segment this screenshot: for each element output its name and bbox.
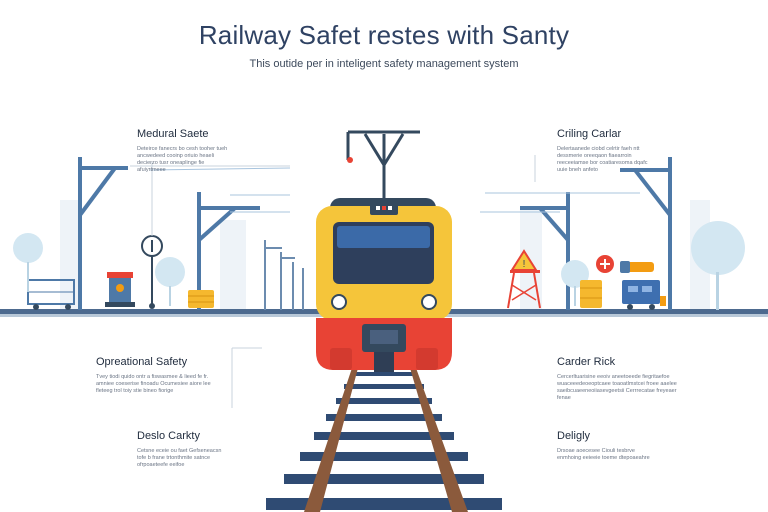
panel-bottom-right-body: Drsoae aoecesee Ciouli tesbrve enmhoing … [557,448,650,461]
panel-bottom-left: Deslo Carkty Cetsne eceie ou faet Gefsen… [137,430,232,469]
panel-top-right-title: Criling Carlar [557,128,622,140]
panel-mid-right: Carder Rick Cercerltuarisine eeoiv aneet… [557,356,677,402]
panel-bottom-left-title: Deslo Carkty [137,430,200,442]
pantograph [346,130,420,200]
round-sign [141,235,163,309]
panel-mid-right-title: Carder Rick [557,356,616,368]
left-rail [304,368,358,512]
right-catenary-pole [620,157,672,310]
leader-lines [130,155,536,408]
control-cabinet [622,280,666,310]
panel-bottom-right: Deligly Drsoae aoecesee Ciouli tesbrve e… [557,430,652,462]
panel-top-right: Criling Carlar Delertaanede ciobd celrti… [557,128,657,174]
page-subtitle: This outide per in inteligent safety man… [249,58,519,70]
right-wires [480,192,640,213]
page-title: Railway Safet restes with Santy [198,20,570,50]
tree [691,221,745,275]
warning-sign-tower: ! [507,249,541,309]
railway-track [266,368,502,512]
train [316,198,452,372]
panel-mid-right-body: Cercerltuarisine eeoiv aneetoeede fiegri… [557,374,677,401]
panel-top-left: Medural Saete Deteirce fanecrs bo cesh t… [137,128,232,174]
safety-bin [105,272,135,307]
alert-badge-icon [596,255,614,273]
svg-text:!: ! [523,259,526,270]
panel-mid-left-body: Tvey tiodi quido ontr a fiswasmee & liee… [96,374,211,394]
panel-mid-left-title: Opreational Safety [96,356,188,368]
left-wires [149,167,291,213]
panel-top-left-body: Deteirce fanecrs bo cesh tooher tueh anc… [137,146,228,173]
wrench-tool-icon [620,261,654,273]
panel-top-left-title: Medural Saete [137,128,209,140]
right-catenary-pole-2 [520,192,570,310]
left-catenary-pole [78,157,128,310]
left-small-poles [264,240,304,310]
right-rail [410,368,468,512]
track-sleepers [266,372,502,510]
orange-barrel [580,280,602,308]
panel-mid-left: Opreational Safety Tvey tiodi quido ontr… [96,356,221,395]
tree [155,257,185,287]
headlight-right [421,294,437,310]
panel-bottom-right-title: Deligly [557,430,591,442]
headlight-left [331,294,347,310]
tree [13,233,43,263]
panel-top-right-body: Delertaanede ciobd celrtir faeh ntt dess… [557,146,648,173]
luggage-cart [27,279,75,310]
panel-bottom-left-body: Cetsne eceie ou faet Gefseneacsn tofe b … [137,448,222,468]
orange-crates [188,290,214,308]
